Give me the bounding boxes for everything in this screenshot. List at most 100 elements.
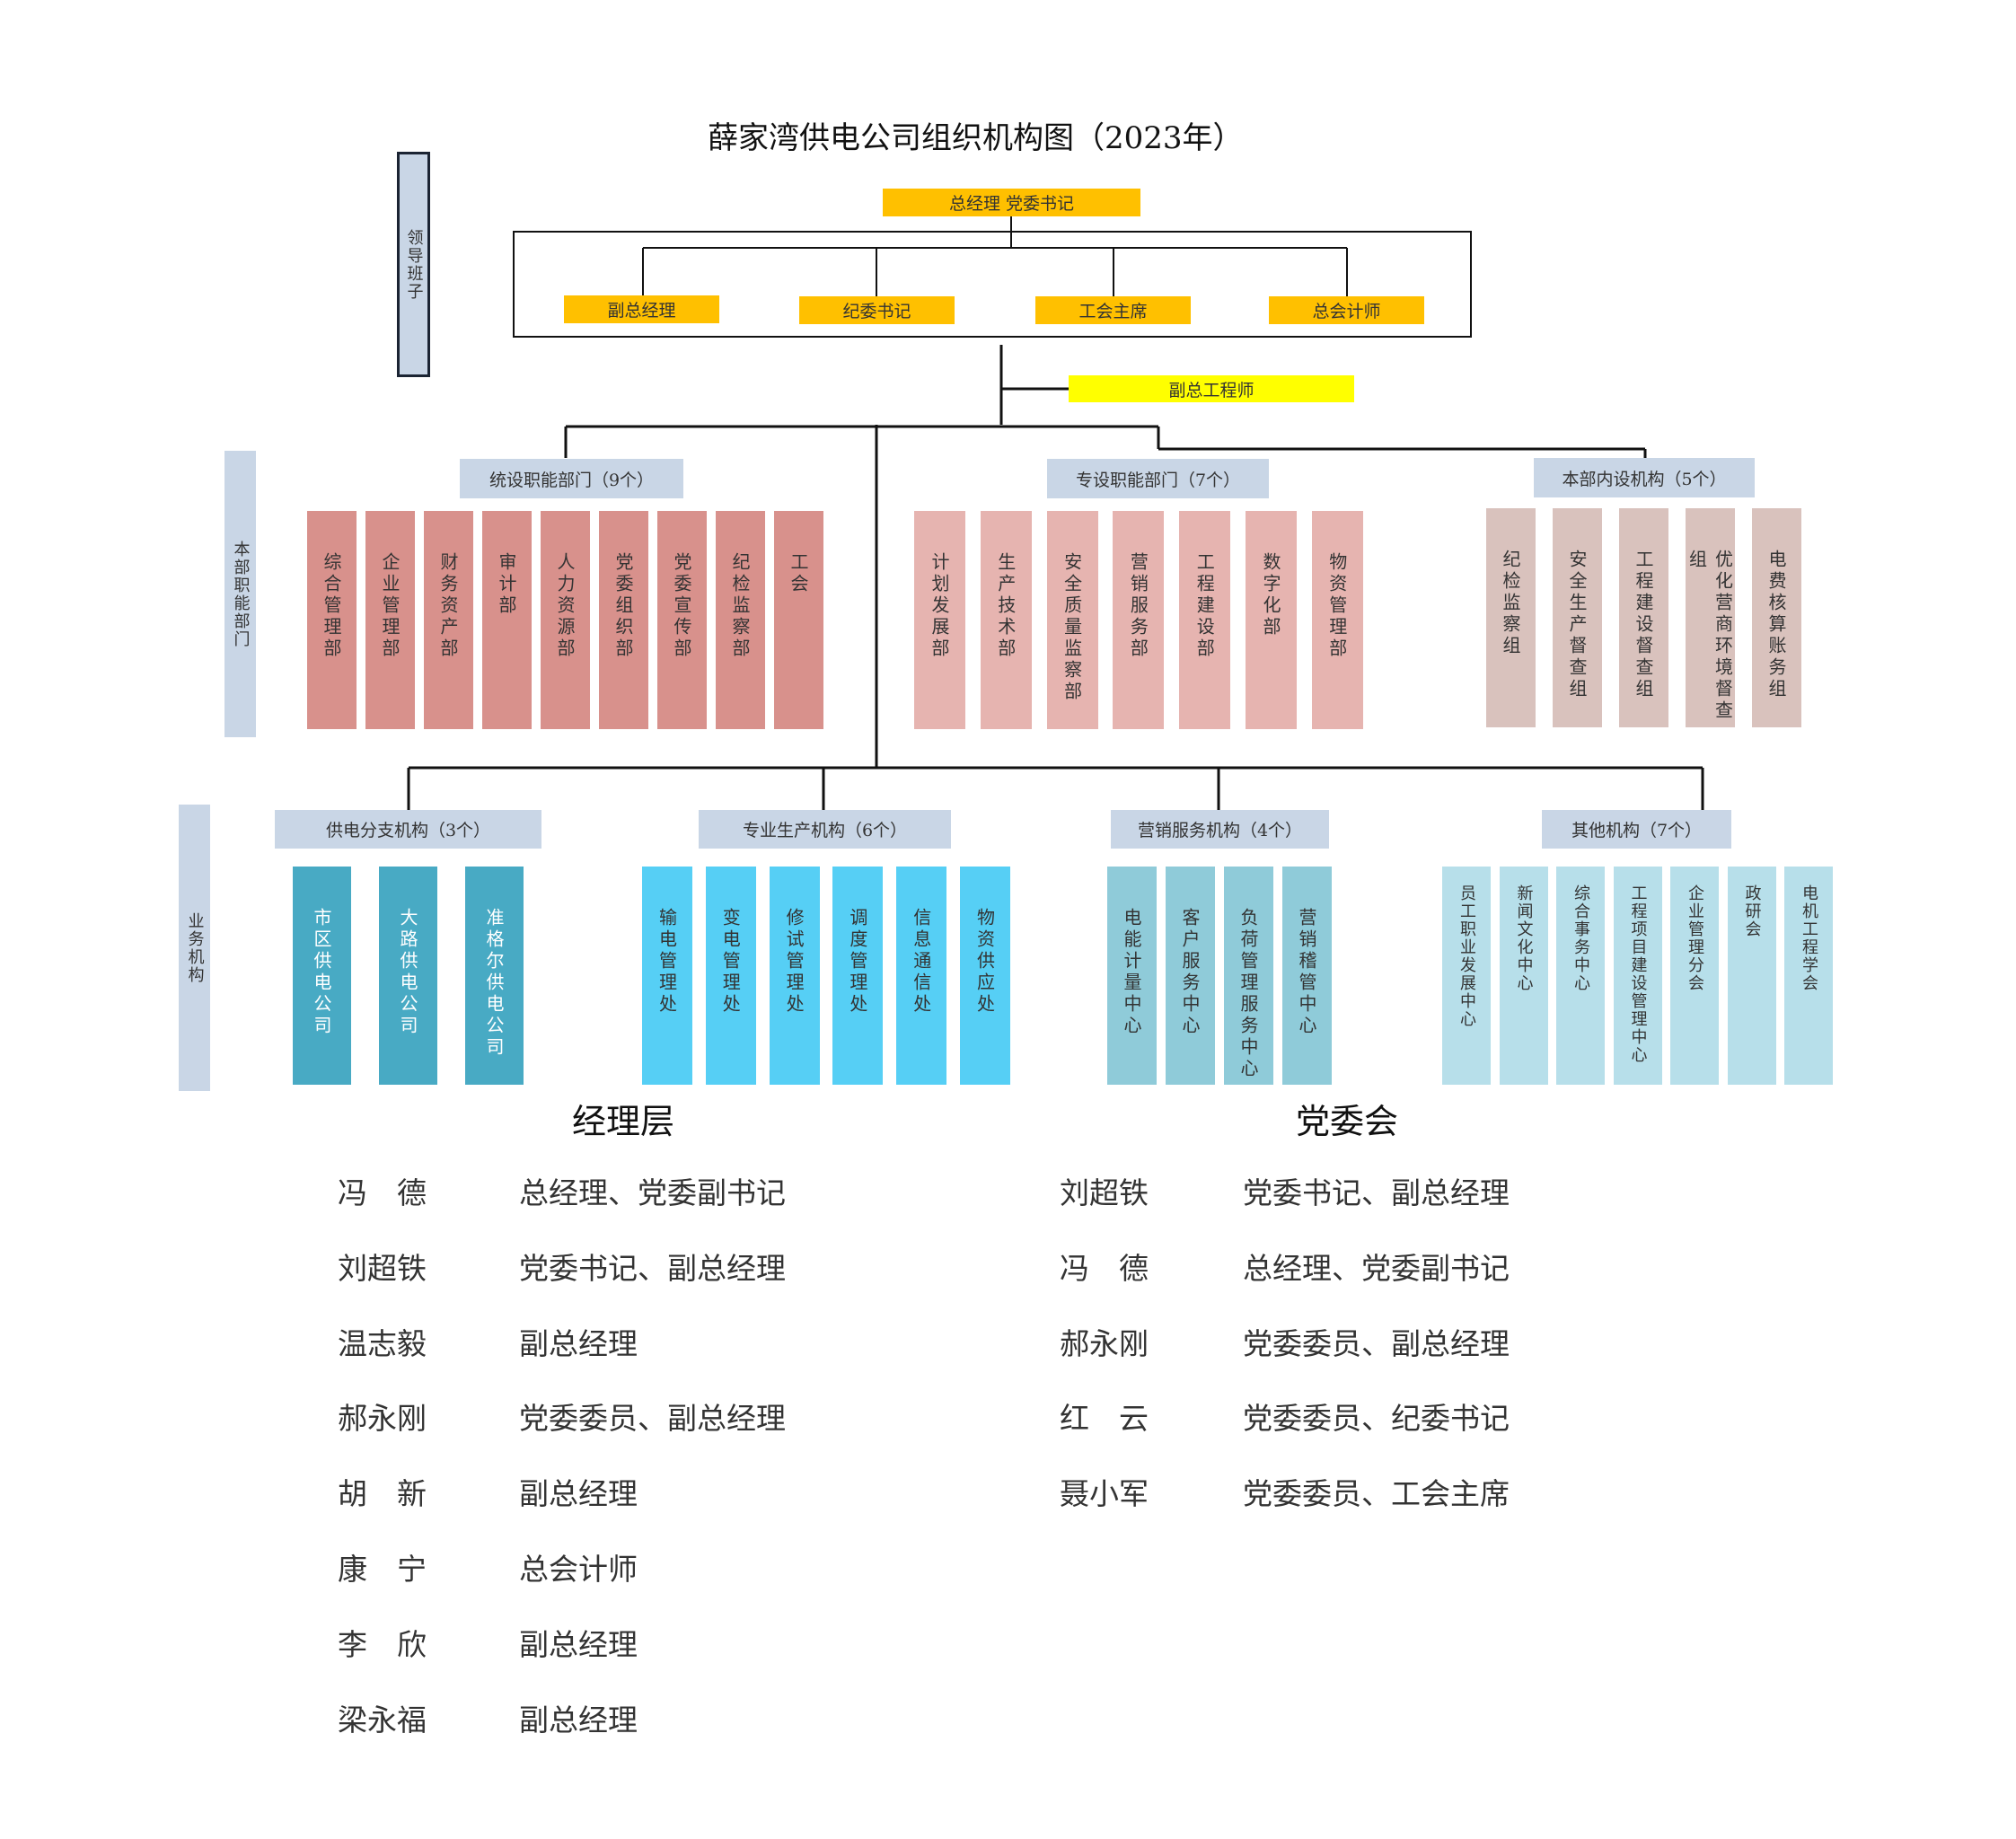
manager-member-name: 刘超铁 bbox=[338, 1250, 427, 1286]
manager-member-role: 副总经理 bbox=[519, 1325, 638, 1361]
other-unit-cell-label: 电机工程学会 bbox=[1800, 884, 1818, 992]
special-dept-cell: 数字化部 bbox=[1246, 511, 1297, 729]
group-header-branches: 供电分支机构（3个） bbox=[275, 810, 541, 849]
unified-dept-cell: 纪检监察部 bbox=[716, 511, 765, 729]
special-dept-cell: 生产技术部 bbox=[980, 511, 1032, 729]
other-unit-cell-label: 综合事务中心 bbox=[1571, 884, 1590, 992]
manager-layer-title: 经理层 bbox=[572, 1102, 675, 1141]
side-label-business: 业务机构 bbox=[179, 805, 210, 1091]
other-unit-cell-label: 企业管理分会 bbox=[1686, 884, 1704, 992]
unified-dept-cell-label: 工会 bbox=[788, 552, 809, 595]
special-dept-cell-label: 营销服务部 bbox=[1127, 552, 1149, 660]
party-member-role: 党委委员、副总经理 bbox=[1243, 1325, 1510, 1361]
manager-member-role: 党委书记、副总经理 bbox=[519, 1250, 786, 1286]
branch-unit-cell: 大路供电公司 bbox=[379, 867, 437, 1085]
leader-deputy-gm: 副总经理 bbox=[564, 295, 719, 323]
other-unit-cell: 综合事务中心 bbox=[1556, 867, 1605, 1085]
production-unit-cell-label: 修试管理处 bbox=[783, 908, 806, 1016]
party-member-role: 党委委员、纪委书记 bbox=[1243, 1401, 1510, 1437]
other-unit-cell-label: 员工职业发展中心 bbox=[1457, 884, 1476, 1028]
other-unit-cell: 新闻文化中心 bbox=[1499, 867, 1548, 1085]
branch-unit-cell-label: 大路供电公司 bbox=[397, 908, 418, 1037]
party-member-name: 红 云 bbox=[1060, 1401, 1149, 1437]
internal-unit-cell: 工程建设督查组 bbox=[1619, 508, 1668, 727]
manager-member-role: 党委委员、副总经理 bbox=[519, 1401, 786, 1437]
group-header-other: 其他机构（7个） bbox=[1542, 810, 1731, 849]
production-unit-cell: 变电管理处 bbox=[705, 867, 756, 1085]
manager-member-role: 总经理、党委副书记 bbox=[519, 1175, 786, 1210]
special-dept-cell: 工程建设部 bbox=[1179, 511, 1231, 729]
other-unit-cell: 工程项目建设管理中心 bbox=[1613, 867, 1662, 1085]
chart-title: 薛家湾供电公司组织机构图（2023年） bbox=[708, 120, 1244, 156]
side-label-headquarters: 本部职能部门 bbox=[224, 451, 256, 737]
unified-dept-cell-label: 财务资产部 bbox=[437, 552, 459, 660]
special-dept-cell: 计划发展部 bbox=[914, 511, 965, 729]
marketing-unit-cell: 电能计量中心 bbox=[1107, 867, 1157, 1085]
internal-unit-cell: 电费核算账务组 bbox=[1752, 508, 1801, 727]
production-unit-cell-label: 输电管理处 bbox=[656, 908, 678, 1016]
internal-unit-cell-label: 电费核算账务组 bbox=[1765, 550, 1787, 700]
party-committee-title: 党委会 bbox=[1296, 1102, 1399, 1141]
manager-member-role: 副总经理 bbox=[519, 1702, 638, 1738]
manager-member-role: 副总经理 bbox=[519, 1476, 638, 1512]
internal-unit-cell: 纪检监察组 bbox=[1486, 508, 1536, 727]
internal-unit-cell-label: 工程建设督查组 bbox=[1633, 550, 1654, 700]
production-unit-cell: 调度管理处 bbox=[832, 867, 884, 1085]
internal-unit-cell-label: 纪检监察组 bbox=[1500, 550, 1521, 657]
group-header-production: 专业生产机构（6个） bbox=[699, 810, 951, 849]
party-member-role: 总经理、党委副书记 bbox=[1243, 1250, 1510, 1286]
special-dept-cell-label: 数字化部 bbox=[1260, 552, 1281, 638]
marketing-unit-cell: 营销稽管中心 bbox=[1282, 867, 1332, 1085]
internal-unit-cell-label: 安全生产督查组 bbox=[1566, 550, 1588, 700]
production-unit-cell: 修试管理处 bbox=[769, 867, 820, 1085]
party-member-name: 聂小军 bbox=[1060, 1476, 1149, 1512]
production-unit-cell: 信息通信处 bbox=[896, 867, 947, 1085]
unified-dept-cell: 党委组织部 bbox=[599, 511, 648, 729]
marketing-unit-cell-label: 营销稽管中心 bbox=[1296, 908, 1317, 1037]
unified-dept-cell-label: 企业管理部 bbox=[379, 552, 401, 660]
unified-dept-cell: 综合管理部 bbox=[307, 511, 357, 729]
special-dept-cell-label: 安全质量监察部 bbox=[1061, 552, 1083, 703]
side-label-leadership: 领导班子 bbox=[397, 152, 430, 377]
party-member-name: 刘超铁 bbox=[1060, 1175, 1149, 1210]
leader-union-chair: 工会主席 bbox=[1035, 296, 1191, 324]
marketing-unit-cell-label: 负荷管理服务中心 bbox=[1237, 908, 1259, 1080]
other-unit-cell-label: 政研会 bbox=[1742, 884, 1762, 938]
manager-member-role: 总会计师 bbox=[519, 1552, 638, 1587]
group-header-internal-units: 本部内设机构（5个） bbox=[1534, 458, 1755, 497]
unified-dept-cell-label: 党委组织部 bbox=[612, 552, 634, 660]
branch-unit-cell: 准格尔供电公司 bbox=[465, 867, 524, 1085]
branch-unit-cell: 市区供电公司 bbox=[293, 867, 351, 1085]
production-unit-cell-label: 物资供应处 bbox=[973, 908, 996, 1016]
group-header-special-depts: 专设职能部门（7个） bbox=[1047, 459, 1269, 498]
other-unit-cell: 企业管理分会 bbox=[1670, 867, 1719, 1085]
party-member-role: 党委委员、工会主席 bbox=[1243, 1476, 1510, 1512]
party-member-role: 党委书记、副总经理 bbox=[1243, 1175, 1510, 1210]
manager-member-name: 冯 德 bbox=[338, 1175, 427, 1210]
other-unit-cell-label: 工程项目建设管理中心 bbox=[1628, 884, 1648, 1064]
unified-dept-cell-label: 人力资源部 bbox=[554, 552, 576, 660]
leader-top-box: 总经理 党委书记 bbox=[883, 189, 1140, 216]
manager-member-name: 梁永福 bbox=[338, 1702, 427, 1738]
production-unit-cell: 物资供应处 bbox=[960, 867, 1010, 1085]
special-dept-cell-label: 计划发展部 bbox=[929, 552, 950, 660]
marketing-unit-cell: 客户服务中心 bbox=[1166, 867, 1215, 1085]
manager-member-name: 胡 新 bbox=[338, 1476, 427, 1512]
group-header-unified-depts: 统设职能部门（9个） bbox=[460, 459, 683, 498]
side-label-business-text: 业务机构 bbox=[185, 911, 205, 984]
branch-unit-cell-label: 市区供电公司 bbox=[311, 908, 332, 1037]
unified-dept-cell-label: 综合管理部 bbox=[321, 552, 342, 660]
special-dept-cell: 安全质量监察部 bbox=[1046, 511, 1098, 729]
unified-dept-cell-label: 党委宣传部 bbox=[671, 552, 692, 660]
special-dept-cell: 物资管理部 bbox=[1311, 511, 1363, 729]
internal-unit-cell: 优化营商环境督查组 bbox=[1686, 508, 1735, 727]
chief-engineer-box: 副总工程师 bbox=[1069, 375, 1354, 402]
party-member-name: 郝永刚 bbox=[1060, 1325, 1149, 1361]
marketing-unit-cell: 负荷管理服务中心 bbox=[1224, 867, 1273, 1085]
leader-discipline-secretary: 纪委书记 bbox=[799, 296, 955, 324]
leader-chief-accountant: 总会计师 bbox=[1269, 296, 1424, 324]
other-unit-cell-label: 新闻文化中心 bbox=[1514, 884, 1534, 992]
production-unit-cell-label: 调度管理处 bbox=[846, 908, 868, 1016]
party-member-name: 冯 德 bbox=[1060, 1250, 1149, 1286]
